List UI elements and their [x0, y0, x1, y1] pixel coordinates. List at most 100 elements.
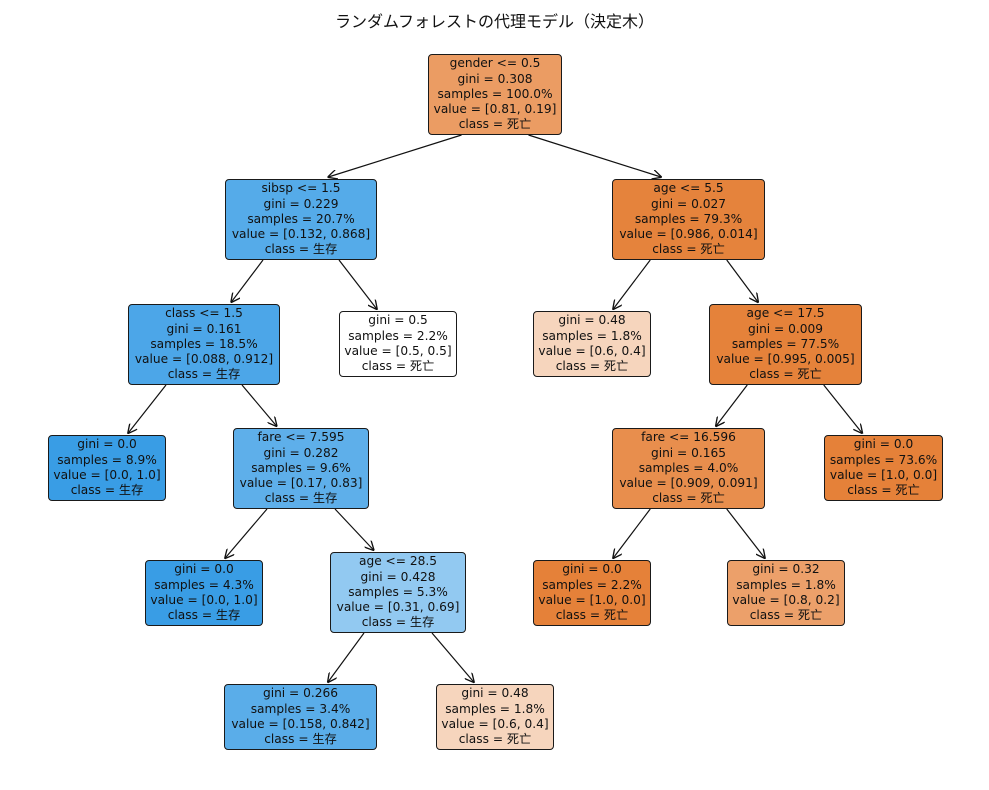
node-text-line: class = 生存 [361, 615, 435, 630]
node-text-line: samples = 2.2% [348, 328, 448, 343]
node-text-line: gini = 0.0 [77, 437, 137, 452]
node-text-line: gini = 0.48 [558, 313, 626, 328]
node-text-line: class = 死亡 [555, 608, 629, 623]
node-text-line: class = 死亡 [361, 359, 435, 374]
node-text-line: samples = 18.5% [150, 336, 258, 351]
node-text-line: gini = 0.0 [562, 562, 622, 577]
node-text-line: value = [0.0, 1.0] [150, 592, 258, 607]
edge-n0-n10 [528, 134, 661, 177]
node-text-line: value = [0.17, 0.83] [239, 476, 363, 491]
node-text-line: value = [0.81, 0.19] [433, 102, 557, 117]
edge-n1-n2 [231, 259, 264, 302]
node-text-line: value = [0.995, 0.005] [716, 352, 855, 367]
edge-n13-n15 [726, 508, 765, 558]
node-text-line: samples = 73.6% [829, 452, 938, 467]
node-text-line: samples = 1.8% [542, 328, 642, 343]
node-text-line: gini = 0.48 [461, 686, 529, 701]
node-text-line: value = [0.986, 0.014] [619, 227, 758, 242]
node-text-line: class = 生存 [264, 732, 337, 747]
node-text-line: gini = 0.0 [174, 562, 234, 577]
node-text-line: value = [0.088, 0.912] [134, 352, 274, 367]
node-text-line: gini = 0.229 [263, 196, 339, 211]
edge-n2-n3 [128, 384, 167, 433]
node-text-line: value = [0.158, 0.842] [231, 716, 370, 731]
node-text-line: class = 死亡 [749, 608, 823, 623]
node-text-line: class = 死亡 [555, 359, 629, 374]
node-text-line: value = [0.909, 0.091] [619, 476, 758, 491]
node-text-line: age <= 28.5 [358, 554, 437, 569]
node-text-line: class = 生存 [264, 242, 338, 257]
edge-n12-n13 [716, 384, 748, 426]
node-text-line: samples = 100.0% [437, 86, 553, 101]
edge-n4-n5 [225, 508, 268, 558]
edge-n10-n12 [726, 259, 758, 302]
node-text-line: value = [0.0, 1.0] [53, 467, 161, 482]
node-text-line: value = [0.8, 0.2] [732, 592, 840, 607]
node-text-line: samples = 3.4% [250, 701, 351, 716]
node-text-line: samples = 9.6% [251, 460, 351, 475]
node-text-line: value = [0.6, 0.4] [441, 716, 549, 731]
node-text-line: gini = 0.161 [166, 321, 242, 336]
node-text-line: samples = 2.2% [542, 577, 642, 592]
node-text-line: gini = 0.0 [853, 437, 914, 452]
edge-n12-n16 [823, 384, 862, 433]
node-text-line: sibsp <= 1.5 [261, 181, 341, 196]
node-text-line: value = [0.31, 0.69] [336, 600, 460, 615]
node-text-line: value = [0.132, 0.868] [231, 227, 371, 242]
node-text-line: age <= 5.5 [653, 181, 724, 196]
node-text-line: value = [1.0, 0.0] [538, 592, 646, 607]
edge-n1-n9 [338, 259, 377, 309]
node-text-line: class = 生存 [167, 608, 241, 623]
node-text-line: samples = 4.0% [638, 460, 739, 475]
node-text-line: gini = 0.027 [650, 196, 727, 211]
node-text-line: samples = 20.7% [247, 211, 355, 226]
node-text-line: samples = 1.8% [445, 701, 545, 716]
edge-n4-n6 [334, 508, 374, 550]
node-text-line: value = [0.5, 0.5] [344, 343, 452, 358]
node-text-line: class = 生存 [264, 491, 338, 506]
node-text-line: value = [0.6, 0.4] [538, 343, 646, 358]
node-text-line: samples = 1.8% [736, 577, 836, 592]
node-text-line: age <= 17.5 [746, 306, 825, 321]
edge-n10-n11 [613, 259, 651, 309]
node-text-line: samples = 77.5% [731, 336, 840, 351]
node-text-line: gini = 0.009 [747, 321, 824, 336]
edge-n6-n8 [431, 632, 474, 682]
node-text-line: gender <= 0.5 [449, 56, 541, 71]
node-text-line: class = 死亡 [458, 117, 532, 132]
node-text-line: class = 死亡 [749, 367, 822, 382]
node-text-line: class = 生存 [70, 483, 144, 498]
node-text-line: class <= 1.5 [165, 306, 243, 321]
node-text-line: gini = 0.5 [368, 313, 428, 328]
node-text-line: class = 死亡 [652, 491, 725, 506]
edge-n6-n7 [328, 632, 365, 682]
node-text-line: value = [1.0, 0.0] [829, 467, 938, 482]
node-text-line: samples = 79.3% [634, 211, 743, 226]
edge-n0-n1 [328, 134, 462, 177]
node-text-line: class = 死亡 [458, 732, 532, 747]
node-text-line: class = 死亡 [652, 242, 725, 257]
node-text-line: fare <= 16.596 [641, 430, 736, 445]
chart-title: ランダムフォレストの代理モデル（決定木） [334, 12, 655, 31]
node-text-line: gini = 0.428 [360, 569, 436, 584]
node-text-line: gini = 0.282 [263, 445, 339, 460]
edge-n13-n14 [613, 508, 651, 558]
node-text-line: fare <= 7.595 [257, 430, 345, 445]
node-text-line: gini = 0.32 [752, 562, 820, 577]
